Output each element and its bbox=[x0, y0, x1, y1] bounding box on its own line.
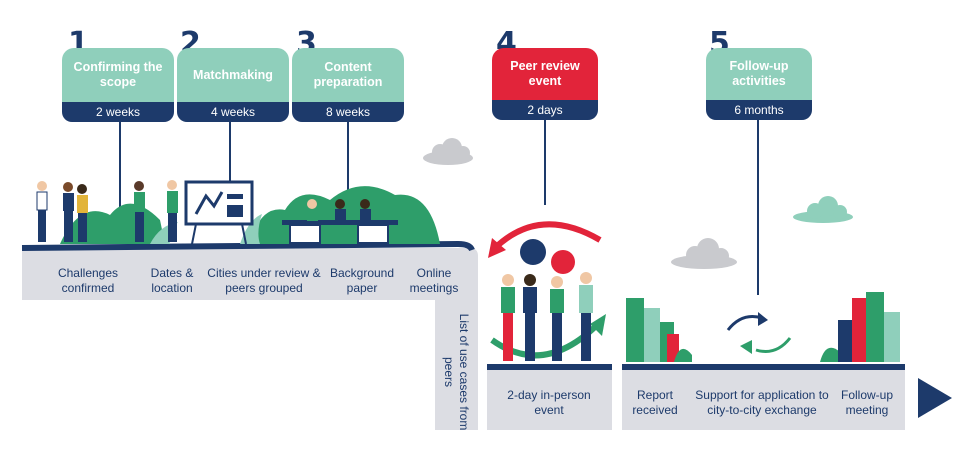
cloud-icon bbox=[671, 238, 737, 269]
label-online: Online meetings bbox=[409, 266, 459, 295]
people-group-1 bbox=[36, 180, 371, 242]
label-challenges: Challenges confirmed bbox=[57, 266, 119, 295]
speech-bubble-icon bbox=[520, 239, 575, 274]
buildings-right bbox=[820, 292, 900, 362]
step-card-4: Peer review event 2 days bbox=[492, 48, 598, 120]
foliage bbox=[60, 203, 165, 244]
step-duration: 2 weeks bbox=[62, 102, 174, 122]
step-duration: 8 weeks bbox=[292, 102, 404, 122]
label-background: Background paper bbox=[329, 266, 395, 295]
timeline-band-followup bbox=[622, 368, 905, 430]
label-support: Support for application to city-to-city … bbox=[695, 388, 829, 417]
timeline-band-event bbox=[487, 368, 612, 430]
step-card-1: Confirming the scope 2 weeks bbox=[62, 48, 174, 122]
step-card-3: Content preparation 8 weeks bbox=[292, 48, 404, 122]
label-report: Report received bbox=[632, 388, 678, 417]
presentation-board-icon bbox=[184, 180, 254, 245]
step-title: Peer review event bbox=[492, 48, 598, 100]
desk-icon bbox=[282, 220, 398, 244]
step-title: Confirming the scope bbox=[62, 48, 174, 102]
cloud-icon bbox=[423, 138, 473, 165]
step-duration: 6 months bbox=[706, 100, 812, 120]
label-event: 2-day in-person event bbox=[507, 388, 591, 417]
step-card-2: Matchmaking 4 weeks bbox=[177, 48, 289, 122]
cloud-icon bbox=[793, 196, 853, 223]
label-followup: Follow-up meeting bbox=[840, 388, 894, 417]
step-duration: 2 days bbox=[492, 100, 598, 120]
buildings-left bbox=[626, 298, 692, 362]
timeline-band bbox=[22, 248, 478, 430]
step-title: Content preparation bbox=[292, 48, 404, 102]
step-title: Follow-up activities bbox=[706, 48, 812, 100]
label-use-cases: List of use cases from peers bbox=[442, 313, 471, 431]
label-dates: Dates & location bbox=[150, 266, 194, 295]
step-duration: 4 weeks bbox=[177, 102, 289, 122]
people-group-event bbox=[501, 272, 593, 361]
step-title: Matchmaking bbox=[177, 48, 289, 102]
step-card-5: Follow-up activities 6 months bbox=[706, 48, 812, 120]
timeline-arrow bbox=[918, 378, 952, 418]
cycle-arrows-icon bbox=[726, 312, 792, 354]
label-cities: Cities under review & peers grouped bbox=[207, 266, 321, 295]
